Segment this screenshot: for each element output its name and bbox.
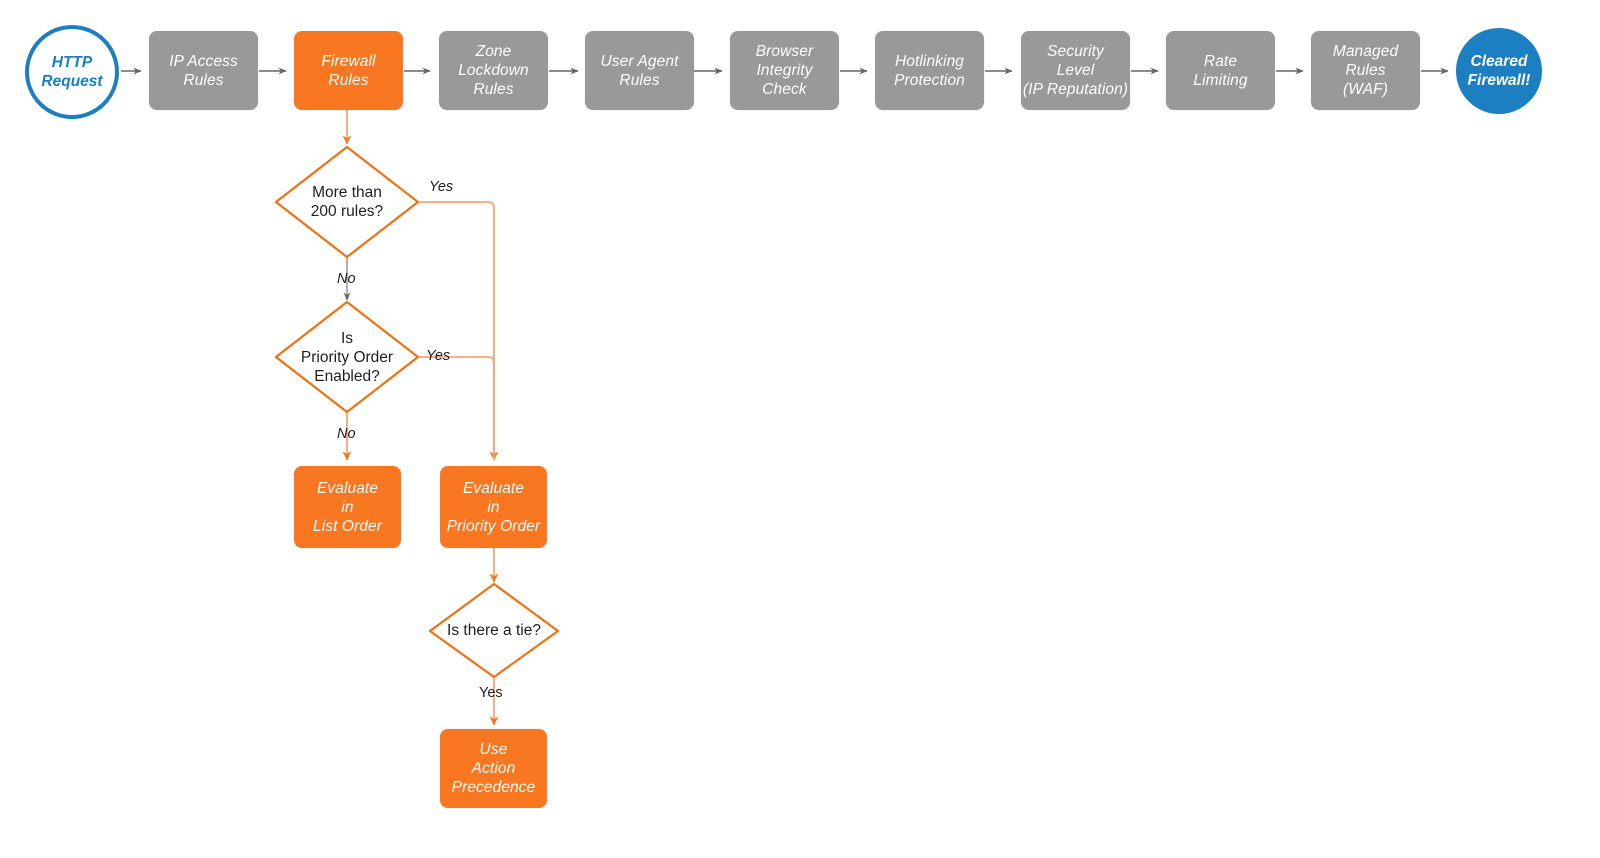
- node-ip-access-rules[interactable]: IP Access Rules: [149, 31, 258, 110]
- decision-is-priority-order-enabled[interactable]: Is Priority Order Enabled?: [276, 302, 418, 412]
- label-line: Request: [41, 73, 103, 90]
- node-http-request-label: HTTP Request: [41, 53, 102, 91]
- label-line: Managed: [1332, 43, 1399, 60]
- edge-label-priority-order-yes: Yes: [426, 348, 451, 364]
- node-zone-lockdown-rules-label: Zone Lockdown Rules: [458, 42, 529, 99]
- label-line: Browser: [755, 43, 814, 60]
- node-browser-integrity-check-label: Browser Integrity Check: [756, 42, 814, 99]
- decision-is-there-a-tie[interactable]: Is there a tie?: [430, 584, 558, 677]
- node-use-action-precedence-label: Use Action Precedence: [452, 740, 536, 797]
- node-ip-access-rules-label: IP Access Rules: [169, 52, 238, 90]
- label-line: Enabled?: [314, 367, 380, 385]
- edge-label-more-than-200-no: No: [337, 271, 356, 287]
- label-line: Rules: [473, 81, 514, 98]
- label-line: Lockdown: [458, 62, 529, 79]
- edge-200-yes-to-priority-order-box: [419, 201, 499, 461]
- edge-label-tie-yes: Yes: [479, 685, 503, 701]
- label-line: User Agent: [600, 52, 679, 70]
- label-line: IP Access: [169, 52, 238, 70]
- node-user-agent-rules-label: User Agent Rules: [601, 52, 679, 90]
- node-cleared-firewall[interactable]: Cleared Firewall!: [1456, 28, 1542, 114]
- node-cleared-firewall-label: Cleared Firewall!: [1468, 52, 1531, 90]
- node-zone-lockdown-rules[interactable]: Zone Lockdown Rules: [439, 31, 548, 110]
- node-firewall-rules[interactable]: Firewall Rules: [294, 31, 403, 110]
- label-line: Evaluate: [462, 479, 525, 497]
- label-line: Security: [1047, 43, 1104, 60]
- label-line: Rate: [1203, 52, 1238, 70]
- node-hotlinking-protection[interactable]: Hotlinking Protection: [875, 31, 984, 110]
- node-managed-rules-waf[interactable]: Managed Rules (WAF): [1311, 31, 1420, 110]
- label-line: (WAF): [1343, 81, 1388, 98]
- label-line: Integrity: [756, 62, 813, 79]
- edge-priority-yes-to-trunk: [419, 356, 495, 460]
- node-security-level[interactable]: Security Level (IP Reputation): [1021, 31, 1130, 110]
- edge-label-more-than-200-yes: Yes: [429, 179, 454, 195]
- label-line: Zone: [475, 43, 512, 60]
- label-line: More than: [312, 184, 382, 201]
- label-line: List Order: [312, 517, 383, 535]
- label-line: Rules: [619, 71, 660, 89]
- node-evaluate-in-list-order-label: Evaluate in List Order: [313, 479, 382, 536]
- label-line: Is: [340, 329, 354, 347]
- decision-more-than-200-rules[interactable]: More than 200 rules?: [276, 147, 418, 257]
- label-line: Is there a tie?: [447, 622, 541, 639]
- label-line: Precedence: [451, 779, 536, 796]
- node-http-request[interactable]: HTTP Request: [25, 25, 119, 119]
- decision-more-than-200-rules-label: More than 200 rules?: [276, 183, 418, 221]
- label-line: Evaluate: [316, 479, 379, 497]
- label-line: Level: [1056, 62, 1095, 79]
- node-firewall-rules-label: Firewall Rules: [321, 52, 375, 90]
- node-security-level-label: Security Level (IP Reputation): [1023, 42, 1128, 99]
- node-user-agent-rules[interactable]: User Agent Rules: [585, 31, 694, 110]
- node-rate-limiting[interactable]: Rate Limiting: [1166, 31, 1275, 110]
- label-line: Limiting: [1193, 71, 1248, 89]
- label-line: Check: [762, 81, 807, 98]
- label-line: 200 rules?: [310, 203, 384, 220]
- node-evaluate-in-list-order[interactable]: Evaluate in List Order: [294, 466, 401, 548]
- label-line: Rules: [183, 71, 224, 89]
- label-line: Rules: [1345, 62, 1386, 79]
- decision-is-there-a-tie-label: Is there a tie?: [430, 621, 558, 640]
- node-rate-limiting-label: Rate Limiting: [1193, 52, 1247, 90]
- label-line: in: [341, 498, 354, 516]
- node-browser-integrity-check[interactable]: Browser Integrity Check: [730, 31, 839, 110]
- label-line: Priority Order: [300, 348, 394, 366]
- edge-label-priority-order-no: No: [337, 426, 356, 442]
- node-use-action-precedence[interactable]: Use Action Precedence: [440, 729, 547, 808]
- label-line: in: [487, 498, 500, 516]
- label-line: Firewall!: [1467, 72, 1531, 89]
- node-evaluate-in-priority-order-label: Evaluate in Priority Order: [447, 479, 541, 536]
- node-evaluate-in-priority-order[interactable]: Evaluate in Priority Order: [440, 466, 547, 548]
- label-line: Use: [479, 741, 508, 758]
- label-line: Action: [471, 760, 516, 777]
- label-line: Firewall: [321, 52, 376, 70]
- label-line: (IP Reputation): [1022, 81, 1129, 98]
- label-line: Protection: [894, 71, 965, 89]
- label-line: Priority Order: [446, 517, 541, 535]
- label-line: HTTP: [51, 54, 93, 71]
- node-hotlinking-protection-label: Hotlinking Protection: [894, 52, 965, 90]
- decision-is-priority-order-enabled-label: Is Priority Order Enabled?: [276, 329, 418, 386]
- node-managed-rules-waf-label: Managed Rules (WAF): [1333, 42, 1398, 99]
- label-line: Hotlinking: [894, 52, 965, 70]
- label-line: Rules: [328, 71, 369, 89]
- label-line: Cleared: [1470, 53, 1528, 70]
